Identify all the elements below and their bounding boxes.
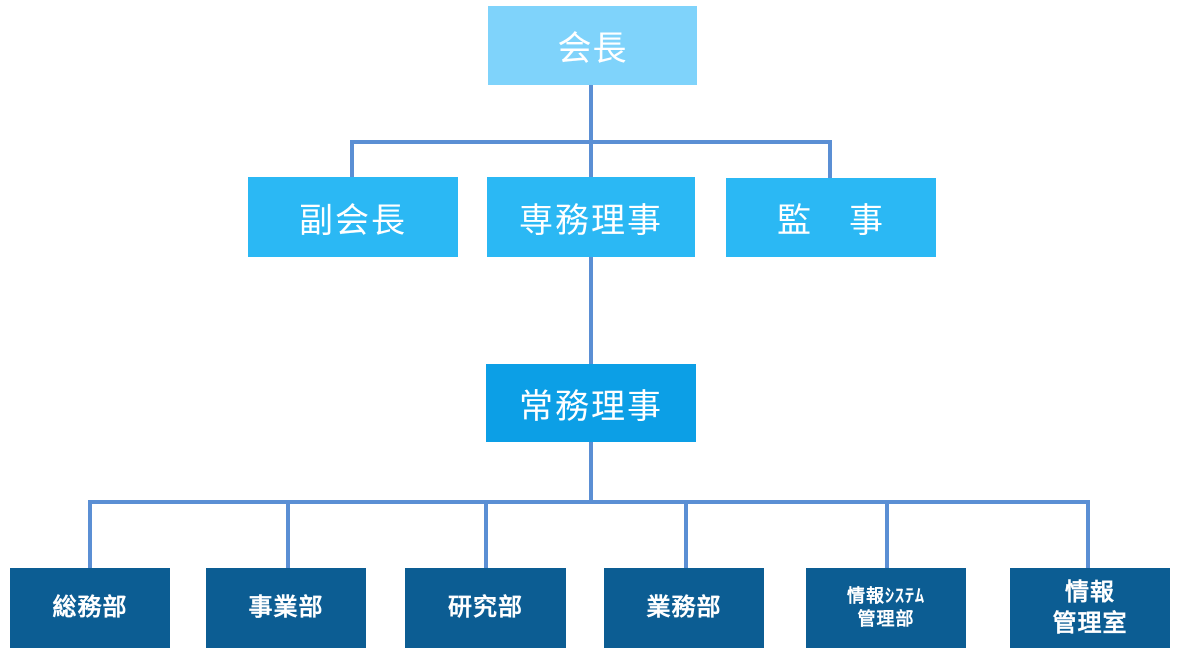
department-general-affairs: 総務部 xyxy=(10,568,170,648)
vice-chairman-box: 副会長 xyxy=(248,177,458,257)
department-operations: 業務部 xyxy=(604,568,764,648)
auditor-box: 監 事 xyxy=(726,178,936,257)
senior-director-box: 専務理事 xyxy=(487,177,695,257)
managing-director-box: 常務理事 xyxy=(486,364,696,442)
department-label: 事業部 xyxy=(248,593,324,622)
auditor-label: 監 事 xyxy=(777,201,885,241)
department-information-management: 情報 管理室 xyxy=(1010,568,1170,648)
department-label-line2: 管理室 xyxy=(1052,609,1128,637)
department-information-systems: 情報ｼｽﾃﾑ 管理部 xyxy=(806,568,966,648)
chairman-label: 会長 xyxy=(557,29,628,69)
department-label: 業務部 xyxy=(646,593,722,622)
vice-chairman-label: 副会長 xyxy=(299,200,407,241)
department-label: 総務部 xyxy=(52,593,128,622)
department-label-line2: 管理部 xyxy=(857,609,915,630)
chairman-box: 会長 xyxy=(488,6,697,85)
department-label-line1: 情報 xyxy=(1065,577,1115,606)
senior-director-label: 専務理事 xyxy=(519,200,663,241)
department-label: 研究部 xyxy=(448,593,523,622)
department-research: 研究部 xyxy=(405,568,566,648)
department-business: 事業部 xyxy=(206,568,366,648)
department-label-line1: 情報ｼｽﾃﾑ xyxy=(847,585,925,607)
managing-director-label: 常務理事 xyxy=(519,386,663,427)
